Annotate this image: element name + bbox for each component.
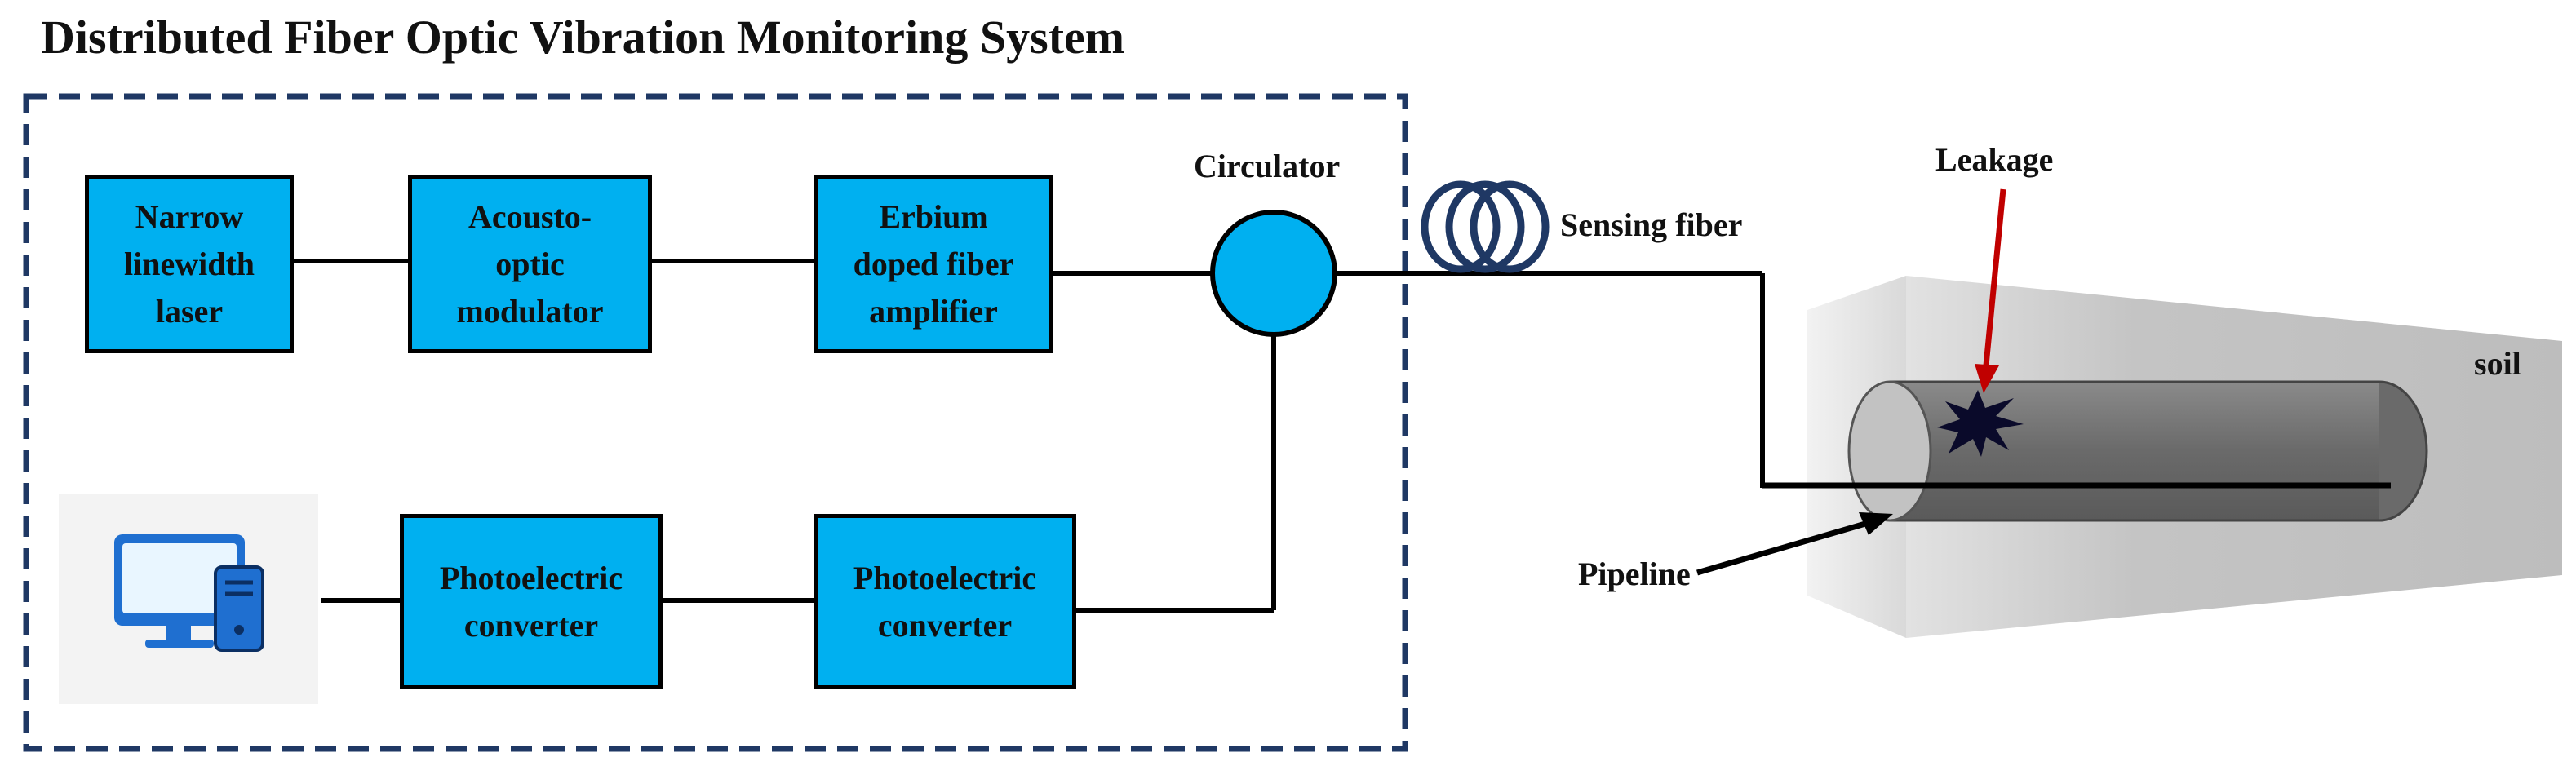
fiber-coil-icon: [1421, 180, 1550, 273]
amplifier-label: Erbium doped fiber amplifier: [853, 198, 1014, 330]
converter-right-label: Photoelectric converter: [853, 559, 1037, 644]
leakage-label: Leakage: [1935, 141, 2054, 178]
circulator: [1210, 210, 1337, 337]
system-frame: [23, 93, 1408, 752]
converter-left-label: Photoelectric converter: [439, 559, 623, 644]
computer-icon: [114, 534, 264, 652]
pipeline-arrow: [1696, 512, 1893, 576]
laser-label: Narrow linewidth laser: [123, 198, 255, 330]
sensing-fiber-label: Sensing fiber: [1560, 206, 1743, 243]
pipeline-label: Pipeline: [1578, 556, 1691, 592]
modulator-label: Acousto- optic modulator: [456, 198, 604, 330]
circulator-label: Circulator: [1194, 148, 1341, 184]
acousto-optic-modulator-box: Acousto- optic modulator: [408, 175, 652, 353]
narrow-linewidth-laser-box: Narrow linewidth laser: [85, 175, 294, 353]
diagram-title: Distributed Fiber Optic Vibration Monito…: [41, 11, 1125, 64]
pipeline: [1847, 380, 2428, 522]
leak-burst-icon: [1937, 390, 2024, 457]
soil-label: soil: [2474, 345, 2521, 382]
leakage-arrow: [1975, 188, 2006, 393]
photoelectric-converter-left-box: Photoelectric converter: [400, 514, 663, 689]
photoelectric-converter-right-box: Photoelectric converter: [814, 514, 1076, 689]
erbium-amplifier-box: Erbium doped fiber amplifier: [814, 175, 1053, 353]
